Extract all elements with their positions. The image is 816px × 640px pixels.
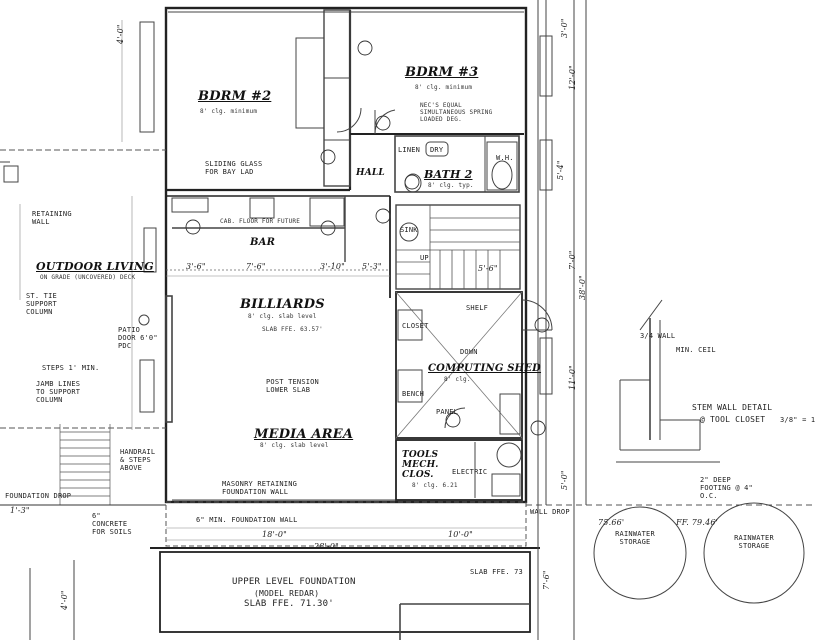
- bench-note: BENCH: [402, 390, 425, 398]
- upper-foundation-note: UPPER LEVEL FOUNDATION: [232, 577, 356, 587]
- sliding-doors-note: SLIDING GLASS FOR BAY LAD: [205, 160, 263, 176]
- walls-note: 3/4 WALL: [640, 332, 676, 340]
- stem-wall-sub: @ TOOL CLOSET: [700, 415, 766, 424]
- bedroom3-note: NEC'S EQUAL SIMULTANEOUS SPRING LOADED D…: [420, 102, 493, 123]
- bath2-label: BATH 2: [424, 168, 473, 181]
- steps-note: STEPS 1' MIN.: [42, 364, 100, 372]
- stem-wall-title: STEM WALL DETAIL: [692, 403, 773, 412]
- up-note: UP: [420, 254, 429, 262]
- dim-7-0: 7'-0": [568, 250, 577, 270]
- min-ceiling-note: MIN. CEIL: [676, 346, 716, 354]
- wh-note: W.H.: [496, 154, 514, 162]
- bedroom3-label: BDRM #3: [405, 65, 479, 80]
- billiards-size: 8' clg. slab level: [248, 313, 317, 320]
- outdoor-living-note: ON GRADE (UNCOVERED) DECK: [40, 274, 136, 281]
- bath2-size: 8' clg. typ.: [428, 182, 474, 189]
- bar-note: CAB. FLOOR FOR FUTURE: [220, 218, 301, 225]
- media-area-label: MEDIA AREA: [254, 427, 354, 442]
- ffe-left-label: 75.66': [598, 518, 625, 527]
- stem-wall-scale: 3/8" = 1': [780, 416, 816, 424]
- dim-3-0: 3'-0": [560, 18, 569, 38]
- wall-drop-note: WALL DROP: [530, 508, 570, 516]
- rainwater-tank-right: [703, 502, 805, 604]
- retaining-note: RETAINING WALL: [32, 210, 72, 226]
- bedroom2-size: 8' clg. minimum: [200, 108, 258, 115]
- handrail-steps-note: HANDRAIL & STEPS ABOVE: [120, 448, 156, 472]
- slab-ffe-note: SLAB FFE. 71.30': [244, 599, 334, 609]
- hall-label: HALL: [356, 168, 385, 178]
- electric-note: ELECTRIC: [452, 468, 488, 476]
- dim-7-6: 7'-6": [246, 262, 266, 271]
- upper-foundation-sub: (MODEL REDAR): [254, 589, 320, 598]
- bar-label: BAR: [250, 237, 276, 248]
- rainwater2-label: RAINWATER STORAGE: [734, 534, 774, 550]
- dry-note: DRY: [430, 146, 444, 154]
- jamb-line-note: JAMB LINES TO SUPPORT COLUMN: [36, 380, 81, 404]
- dim-18-0: 18'-0": [262, 530, 288, 539]
- down-note: DOWN: [460, 348, 478, 356]
- shelf-note: SHELF: [466, 304, 489, 312]
- dim-5-0: 5'-0": [560, 470, 569, 490]
- ffe-right-label: FF. 79.46': [676, 518, 719, 527]
- billiards-slab: SLAB FFE. 63.57': [262, 326, 323, 333]
- dim-38-0: 38'-0": [578, 274, 587, 300]
- billiards-label: BILLIARDS: [240, 297, 325, 312]
- dim-4-0b: 4'-0": [60, 590, 69, 610]
- rainwater1-label: RAINWATER STORAGE: [615, 530, 655, 546]
- tools-size: 8' clg. 6.21: [412, 482, 458, 489]
- panel-note: PANEL: [436, 408, 459, 416]
- sink-note: SINK: [400, 226, 418, 234]
- dim-10-0: 10'-0": [448, 530, 474, 539]
- footing-concrete-note: 6" CONCRETE FOR SOILS: [92, 512, 132, 536]
- footing-note: 2" DEEP FOOTING @ 4" O.C.: [700, 476, 753, 500]
- computing-shed-size: 8' clg.: [444, 376, 471, 383]
- outdoor-living-label: OUTDOOR LIVING: [36, 260, 154, 273]
- bedroom2-label: BDRM #2: [198, 89, 272, 104]
- dim-5-4: 5'-4": [556, 160, 565, 180]
- dim-1-3: 1'-3": [10, 506, 30, 515]
- dim-5-3: 5'-3": [362, 262, 382, 271]
- dim-4-0: 4'-0": [116, 24, 125, 44]
- post-tension-note: POST TENSION LOWER SLAB: [266, 378, 319, 394]
- dim-3-10: 3'-10": [320, 262, 346, 271]
- closet-note: CLOSET: [402, 322, 429, 330]
- dim-28-0: 28'-0": [314, 542, 340, 551]
- dim-3-6: 3'-6": [186, 262, 206, 271]
- foundation-drop-note: FOUNDATION DROP: [5, 492, 72, 500]
- masonry-note: MASONRY RETAINING FOUNDATION WALL: [222, 480, 298, 496]
- dim-5-6: 5'-6": [478, 264, 498, 273]
- tools-label: TOOLS MECH. CLOS.: [402, 450, 439, 480]
- dim-7-6b: 7'-6": [542, 570, 551, 590]
- dim-11-0: 11'-0": [568, 364, 577, 390]
- patio-doors-note: PATIO DOOR 6'0" PDC: [118, 326, 158, 350]
- bedroom3-size: 8' clg. minimum: [415, 84, 473, 91]
- column-note: ST. TIE SUPPORT COLUMN: [26, 292, 57, 316]
- slab-ffe2-note: SLAB FFE. 73: [470, 568, 523, 576]
- media-area-size: 8' clg. slab level: [260, 442, 329, 449]
- rainwater-tank-left: [593, 506, 687, 600]
- dim-12-0: 12'-0": [568, 64, 577, 90]
- wall-foundation-note: 6" MIN. FOUNDATION WALL: [196, 516, 298, 524]
- linen-note: LINEN: [398, 146, 421, 154]
- computing-shed-label: COMPUTING SHED: [428, 363, 542, 374]
